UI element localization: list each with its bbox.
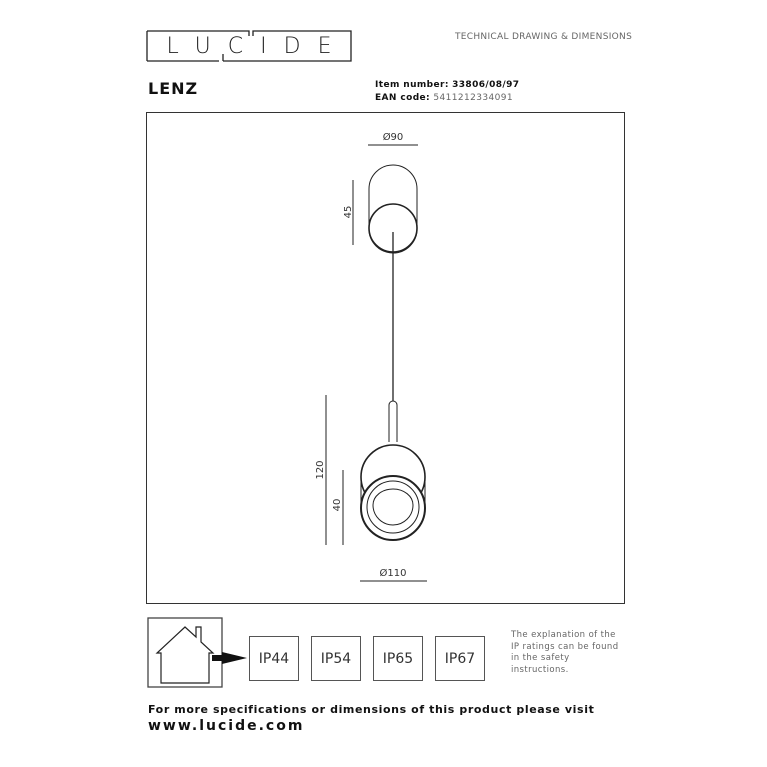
ip-note-line: IP ratings can be found <box>511 641 619 652</box>
ean-row: EAN code: 5411212334091 <box>375 93 513 103</box>
ip-badge: IP54 <box>311 636 361 681</box>
ip-note-line: in the safety <box>511 653 570 663</box>
product-name: LENZ <box>148 79 199 98</box>
item-number-row: Item number: 33806/08/97 <box>375 80 519 90</box>
item-number: 33806/08/97 <box>452 80 520 90</box>
ean-code: 5411212334091 <box>433 93 513 103</box>
item-label: Item number: <box>375 80 449 90</box>
head-inner-ring <box>366 480 420 534</box>
ip-note-line: The explanation of the <box>511 630 616 640</box>
more-info-text: For more specifications or dimensions of… <box>148 703 595 716</box>
head-diameter-label: Ø110 <box>380 567 407 579</box>
doc-type: TECHNICAL DRAWING & DIMENSIONS <box>455 32 633 42</box>
ip-badge: IP67 <box>435 636 485 681</box>
ip-note-line: instructions. <box>511 664 569 675</box>
lucide-logo <box>146 30 352 62</box>
canopy-diameter-label: Ø90 <box>383 131 404 143</box>
house-icon <box>155 626 215 684</box>
ip-note: The explanation of the IP ratings can be… <box>511 630 619 676</box>
website-link[interactable]: www.lucide.com <box>148 718 305 734</box>
logo-text: LUCIDE <box>166 34 349 59</box>
ean-label: EAN code: <box>375 93 431 103</box>
head-height-label: 40 <box>332 499 343 512</box>
ip-badge: IP65 <box>373 636 423 681</box>
arrow-icon <box>212 652 247 664</box>
total-height-label: 120 <box>315 460 326 479</box>
ip-badge: IP44 <box>249 636 299 681</box>
stem <box>388 400 398 442</box>
drawing-frame <box>146 112 625 604</box>
canopy-height-label: 45 <box>343 206 354 219</box>
lens <box>372 488 414 526</box>
head-bottom-ring <box>360 475 426 541</box>
